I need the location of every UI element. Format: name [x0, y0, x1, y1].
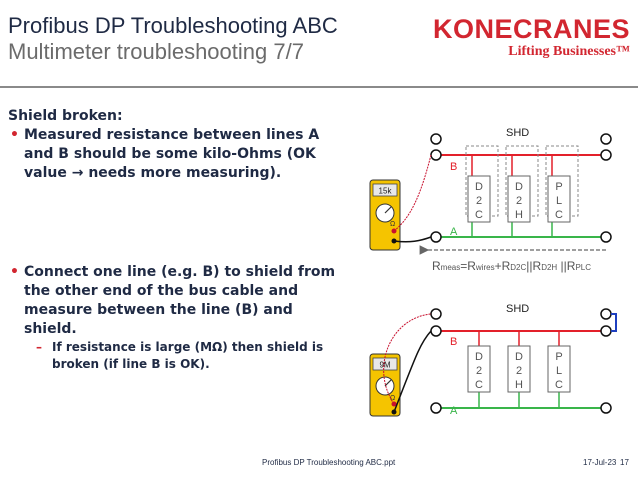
line-b-terminal-right-1 [600, 149, 612, 161]
device-d2c-1 [467, 175, 491, 223]
wiring-diagrams: SHD B A D 2 C D 2 H P L C [369, 127, 617, 417]
shd-label-2: SHD [506, 303, 529, 315]
device-d2h-letter-2: 2 [516, 195, 522, 207]
device-d2h-letter-1: D [515, 181, 523, 193]
diagram-1: SHD B A D 2 C D 2 H P L C [369, 127, 612, 273]
device-d2c-2 [467, 345, 491, 393]
bullet-text-2: Connect one line (e.g. B) to shield from… [24, 264, 336, 337]
multimeter-reading-2: 9M [379, 361, 390, 370]
probe-black-1 [393, 236, 432, 243]
device-plc-letter-3: C [555, 209, 563, 221]
line-a-terminal-right-2 [600, 402, 612, 414]
device-d2c-letter-2: 2 [476, 195, 482, 207]
probe-red-1 [393, 154, 432, 232]
sub-bullet-text: If resistance is large (MΩ) then shield … [52, 340, 324, 371]
shd-label-1: SHD [506, 127, 529, 139]
shield-terminal-right-2 [600, 308, 612, 320]
header-divider [0, 86, 638, 88]
konecranes-logo: KONECRANES Lifting Businesses™ [433, 14, 630, 68]
line-b-terminal-right-2 [600, 325, 612, 337]
device-d2c-letter-3: C [475, 209, 483, 221]
device-plc-letter-2: L [556, 195, 562, 207]
slide-title: Profibus DP Troubleshooting ABC [8, 13, 338, 38]
device-plc-2-letter-2: L [556, 365, 562, 377]
footer-filename: Profibus DP Troubleshooting ABC.ppt [262, 458, 396, 467]
line-b-label-1: B [450, 161, 457, 173]
slide-body: Shield broken: • Measured resistance bet… [8, 106, 338, 373]
slide-subtitle: Multimeter troubleshooting 7/7 [8, 39, 304, 64]
device-d2c-letter-1: D [475, 181, 483, 193]
line-a-label-2: A [450, 405, 458, 417]
multimeter-2: 9M Ω [369, 353, 401, 417]
sub-bullet-dash: – [36, 340, 42, 354]
line-b-terminal-left-2 [430, 325, 442, 337]
shield-terminal-right-1 [600, 133, 612, 145]
line-b-terminal-left-1 [430, 149, 442, 161]
sub-bullet-item: – If resistance is large (MΩ) then shiel… [8, 339, 338, 373]
footer-date: 17-Jul-23 [583, 458, 617, 467]
svg-text:Ω: Ω [390, 221, 395, 228]
jumper-shield-to-b [611, 313, 617, 332]
footer-page-number: 17 [620, 458, 629, 467]
device-plc-letter-1: P [555, 181, 562, 193]
diagram-2: SHD B A D 2 C D 2 H P L C [369, 303, 617, 417]
section-heading: Shield broken: [8, 108, 123, 124]
device-d2h-2-letter-1: D [515, 351, 523, 363]
multimeter-display-1 [372, 183, 398, 197]
device-d2h-1 [507, 175, 531, 223]
bullet-dot: • [10, 264, 19, 280]
bullet-item-1: • Measured resistance between lines A an… [8, 126, 338, 183]
probe-black-2 [393, 330, 432, 413]
multimeter-1: 15k Ω [369, 179, 401, 251]
logo-tagline: Lifting Businesses™ [508, 44, 630, 59]
device-d2h-letter-3: H [515, 209, 523, 221]
shield-terminal-left-1 [430, 133, 442, 145]
shield-terminal-left-2 [430, 308, 442, 320]
device-d2c-2-letter-3: C [475, 379, 483, 391]
device-d2h-2-letter-3: H [515, 379, 523, 391]
device-d2h-2-letter-2: 2 [516, 365, 522, 377]
device-d2h-2 [507, 345, 531, 393]
logo-wordmark: KONECRANES [432, 14, 630, 44]
bullet-dot: • [10, 127, 19, 143]
device-plc-2 [547, 345, 571, 393]
device-plc-2-letter-1: P [555, 351, 562, 363]
line-a-label-1: A [450, 226, 458, 238]
line-a-terminal-right-1 [600, 231, 612, 243]
svg-text:Ω: Ω [390, 395, 395, 402]
device-d2c-2-letter-2: 2 [476, 365, 482, 377]
line-a-terminal-left-1 [430, 231, 442, 243]
bullet-text-1: Measured resistance between lines A and … [24, 127, 320, 181]
probe-red-2 [383, 313, 432, 405]
line-b-label-2: B [450, 336, 457, 348]
resistance-formula: Rmeas=Rwires+RD2C||RD2H ||RPLC [432, 259, 591, 273]
device-d2c-2-letter-1: D [475, 351, 483, 363]
line-a-terminal-left-2 [430, 402, 442, 414]
multimeter-reading-1: 15k [379, 187, 393, 196]
device-plc-1 [547, 175, 571, 223]
device-plc-2-letter-3: C [555, 379, 563, 391]
bullet-item-2: • Connect one line (e.g. B) to shield fr… [8, 263, 338, 339]
